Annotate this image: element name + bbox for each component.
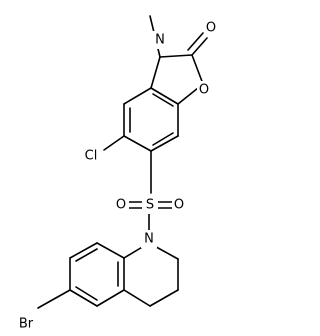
bond-c2-o-carbonyl-a bbox=[191, 37, 208, 56]
bond-c5q-c4a bbox=[96, 289, 125, 307]
bond-inner-c7a-c3a bbox=[152, 93, 174, 107]
bond-c2-o-carbonyl-b bbox=[187, 32, 204, 51]
atom-label-n-methyl: N bbox=[155, 33, 165, 48]
atom-label-o-carbonyl: O bbox=[206, 21, 216, 36]
bond-inner-c6q-c5q bbox=[75, 286, 98, 301]
atom-labels: N O O Cl S O O N Br bbox=[14, 19, 219, 333]
atom-label-cl: Cl bbox=[85, 149, 98, 164]
bond-c3q-c4q bbox=[149, 289, 179, 307]
bond-c5-c6 bbox=[123, 135, 152, 152]
bond-c8a-c8 bbox=[96, 242, 125, 259]
bond-n3-c2 bbox=[159, 54, 193, 58]
bond-c7a-c3a bbox=[150, 87, 179, 105]
atom-label-o-sulfonyl-right: O bbox=[174, 198, 184, 213]
atom-label-o-ring: O bbox=[199, 83, 209, 98]
bond-c8-c7q bbox=[69, 242, 98, 259]
bond-c6-c7 bbox=[150, 135, 179, 152]
bond-c3a-n3 bbox=[150, 56, 161, 89]
bond-c4q-c4a bbox=[123, 289, 151, 307]
chemical-structure-diagram: N O O Cl S O O N Br bbox=[14, 15, 219, 333]
bond-c5-cl bbox=[103, 135, 125, 151]
bond-c2-o1 bbox=[191, 54, 204, 85]
atom-label-br: Br bbox=[19, 317, 34, 332]
atom-label-s: S bbox=[146, 198, 154, 213]
bond-c6q-c5q bbox=[69, 289, 98, 307]
bond-inner-c8-c7q bbox=[75, 248, 98, 262]
bond-c3a-c4 bbox=[123, 87, 152, 105]
atom-label-o-sulfonyl-left: O bbox=[116, 198, 126, 213]
bond-c6q-br bbox=[37, 289, 71, 309]
atom-label-n-quinoline: N bbox=[144, 232, 154, 247]
bonds bbox=[37, 15, 208, 309]
bond-inner-c6-c7 bbox=[152, 132, 174, 146]
